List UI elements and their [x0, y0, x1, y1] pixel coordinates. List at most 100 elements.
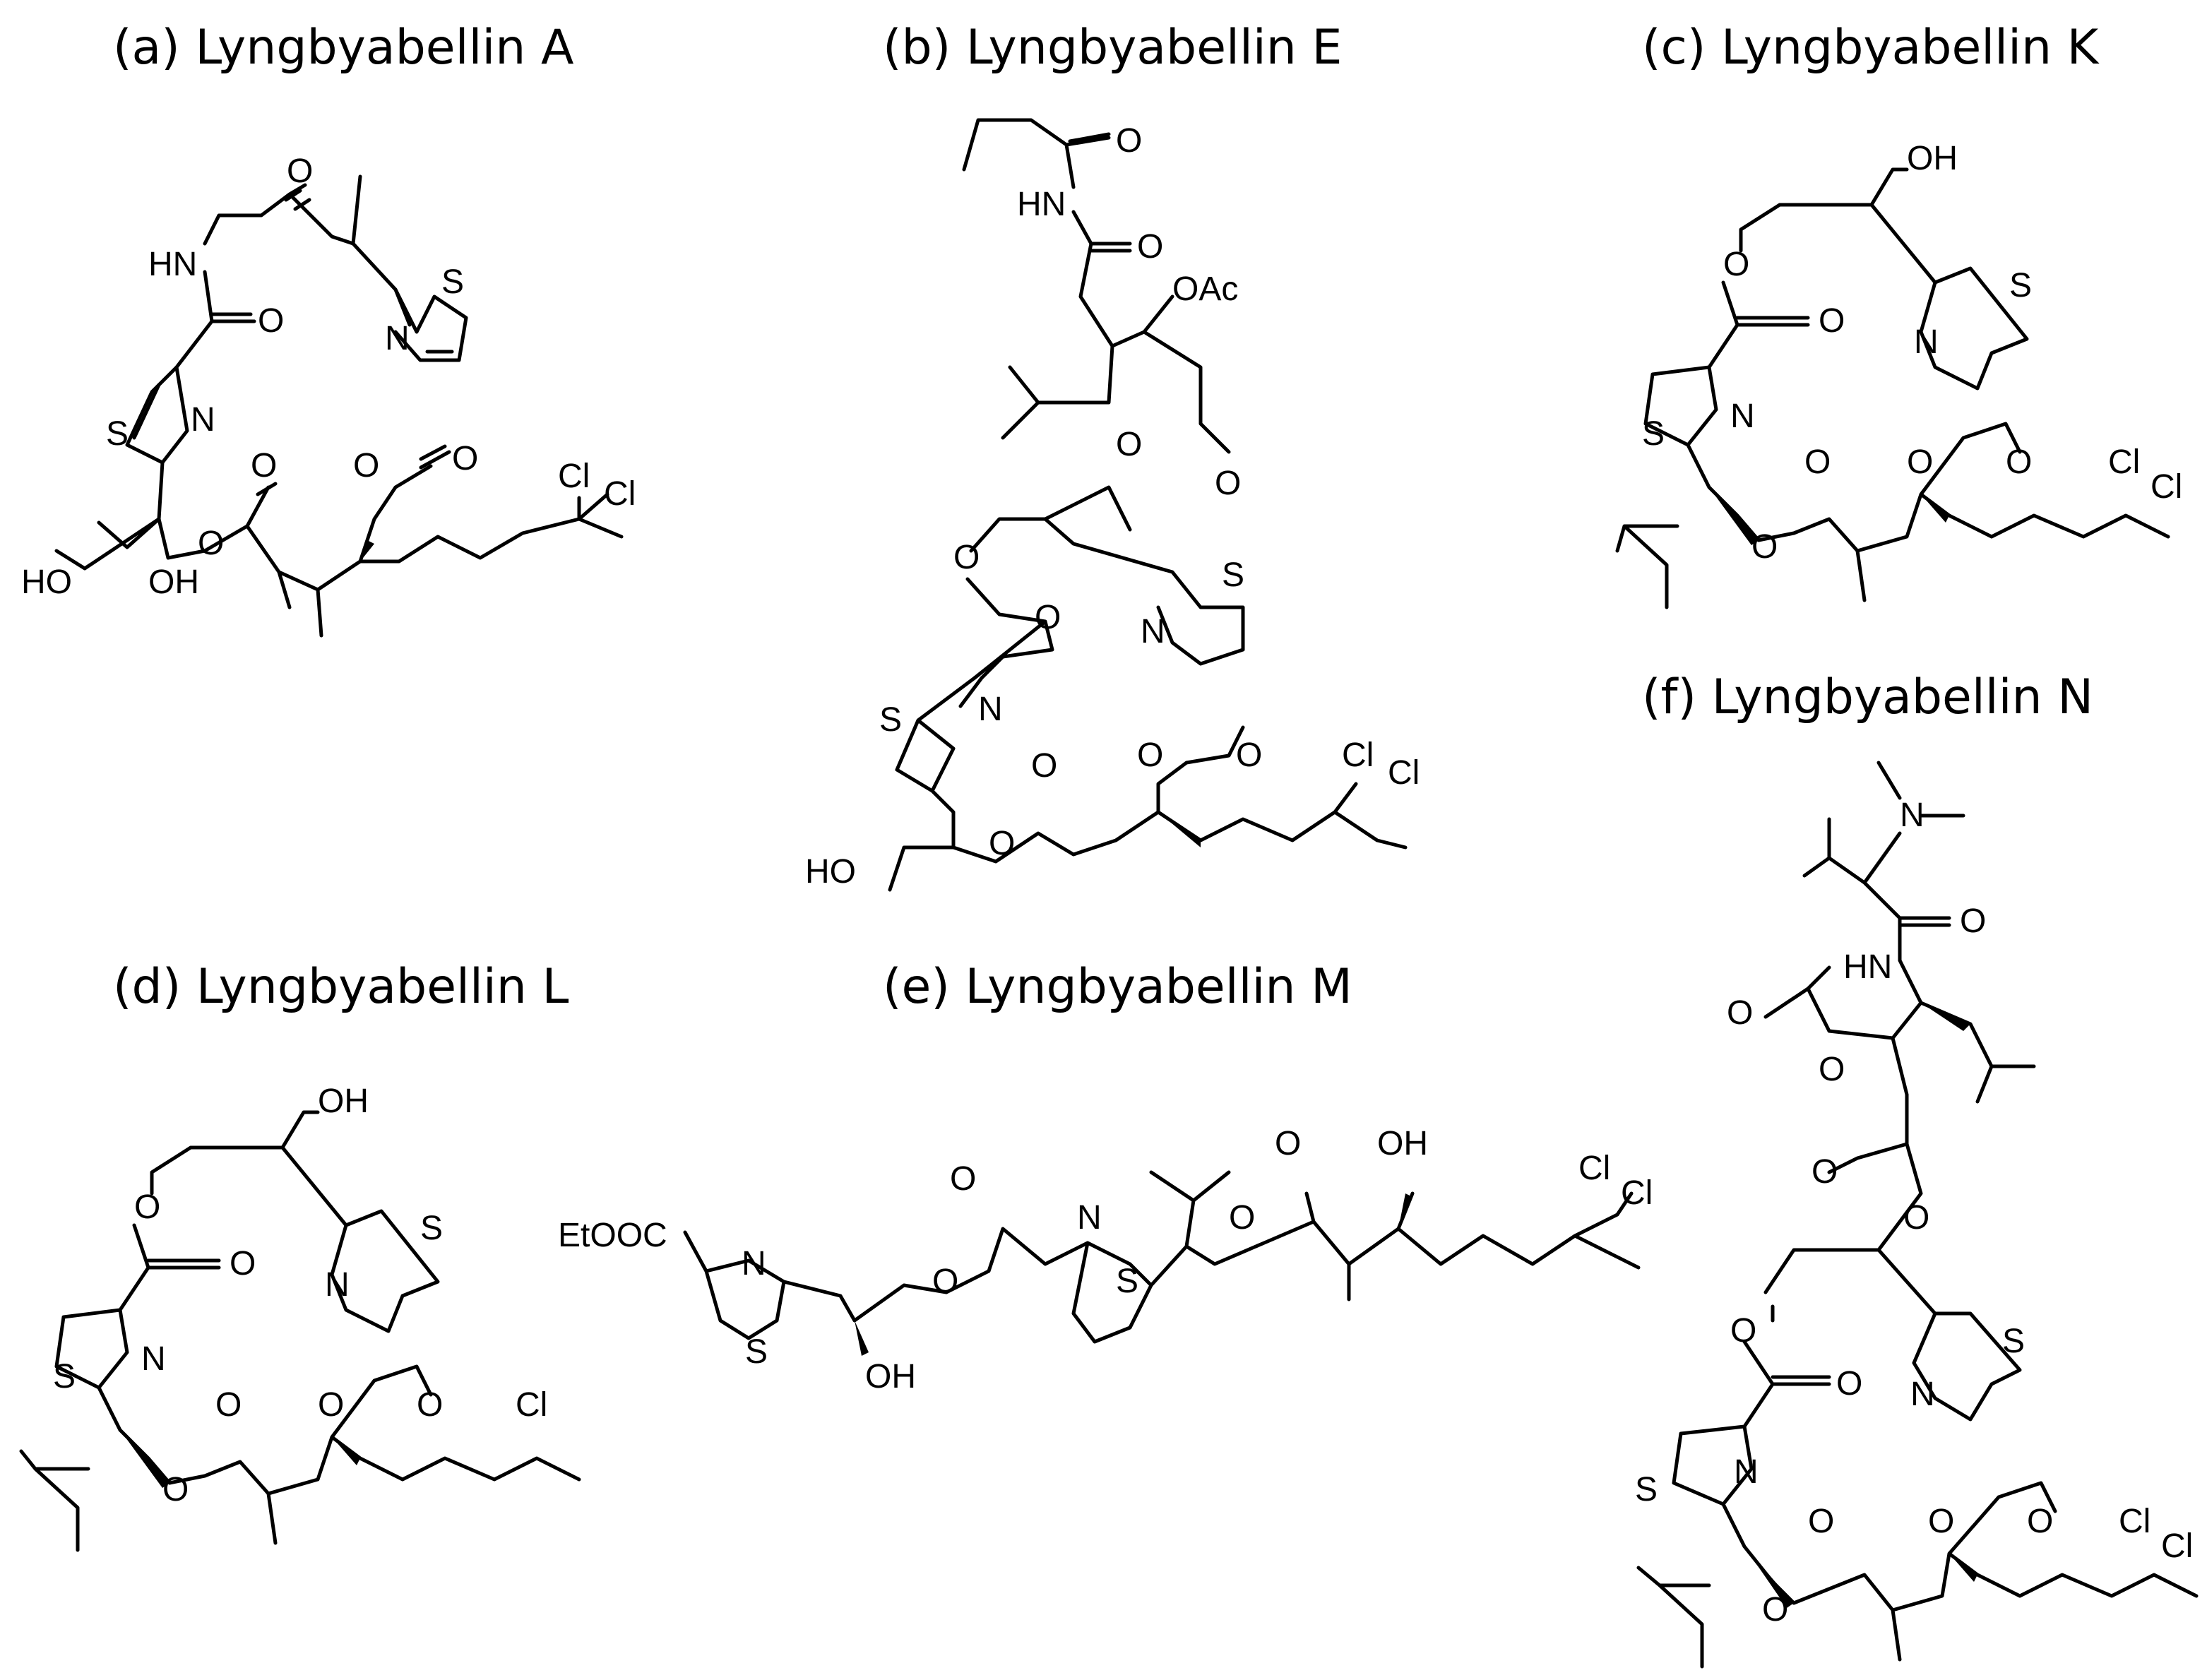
structure-e: EtOOC N S OH O O N S O O OH Cl Cl — [558, 1125, 1653, 1395]
atom-o-ester2: O — [1907, 443, 1933, 481]
atom-o-ester1: O — [1903, 1199, 1929, 1237]
atom-o-ester3: O — [1928, 1503, 1954, 1540]
atom-o-carbonyl2: O — [251, 447, 277, 484]
atom-cl1: Cl — [1578, 1150, 1610, 1187]
atom-s-left: S — [106, 415, 129, 453]
atom-s-right: S — [1222, 556, 1244, 594]
atom-o-carbonyl3: O — [215, 1386, 242, 1424]
atom-o-carbonyl3: O — [1236, 737, 1262, 774]
atom-s-left: S — [745, 1333, 768, 1371]
atom-n-right: N — [1077, 1199, 1102, 1237]
atom-o-ester1: O — [134, 1188, 160, 1226]
atom-o-carbonyl2: O — [1275, 1125, 1301, 1162]
caption-d: (d) Lyngbyabellin L — [113, 959, 569, 1015]
atom-oh: OH — [318, 1083, 369, 1120]
atom-cl2: Cl — [2161, 1527, 2193, 1565]
atom-nme2: N — [1900, 797, 1925, 834]
panel-f: (f) Lyngbyabellin N N O HN O O O O O O S… — [1635, 669, 2199, 1669]
atom-o-ester2: O — [1730, 1312, 1756, 1350]
atom-n-right: N — [1914, 323, 1939, 361]
atom-o-carbonyl4: O — [1808, 1503, 1834, 1540]
atom-n-right: N — [1910, 1376, 1935, 1413]
atom-o-ester4: O — [989, 825, 1015, 862]
atom-s-right: S — [441, 263, 464, 301]
atom-oac: OAc — [1172, 270, 1238, 308]
atom-s-right: S — [420, 1210, 443, 1247]
atom-n-left: N — [1730, 398, 1755, 435]
atom-o-carbonyl1: O — [950, 1160, 976, 1198]
atom-n-left: N — [1734, 1453, 1759, 1491]
atom-cl2: Cl — [1621, 1174, 1653, 1212]
atom-oh: OH — [148, 564, 199, 601]
atom-cl1: Cl — [558, 458, 590, 495]
atom-ho: HO — [21, 564, 72, 601]
atom-ho: HO — [805, 853, 856, 890]
atom-o-carbonyl1: O — [452, 440, 478, 477]
atom-s-left: S — [879, 701, 902, 739]
panel-e: (e) Lyngbyabellin M EtOOC N S OH O O N S… — [558, 959, 1653, 1395]
atom-o-amide: O — [1137, 228, 1163, 266]
atom-oh-right: OH — [1377, 1125, 1428, 1162]
atom-n-left: N — [742, 1245, 766, 1282]
structure-d: OH O O S N S N O O O O Cl — [19, 1083, 581, 1552]
atom-o-carbonyl2: O — [1035, 599, 1061, 636]
atom-o-ester3: O — [1137, 737, 1163, 774]
atom-o-amide: O — [1960, 902, 1986, 940]
atom-o-carbonyl2: O — [1836, 1365, 1862, 1402]
atom-o-ketone: O — [287, 153, 313, 190]
atom-cl2: Cl — [2151, 468, 2182, 506]
atom-n-right: N — [385, 320, 410, 357]
atom-o-carbonyl2: O — [2006, 443, 2032, 481]
atom-n-left: N — [191, 401, 215, 439]
panel-d: (d) Lyngbyabellin L OH O O S N S N O O O… — [19, 959, 581, 1552]
atom-o-carbonyl1: O — [1812, 1153, 1838, 1191]
atom-n-right: N — [325, 1266, 350, 1304]
atom-o-ester2: O — [318, 1386, 344, 1424]
atom-o-acetyl: O — [1727, 994, 1753, 1032]
panel-c: (c) Lyngbyabellin K OH O O S N S N O O O… — [1615, 20, 2182, 609]
caption-b: (b) Lyngbyabellin E — [883, 20, 1342, 76]
atom-cl2: Cl — [604, 475, 636, 513]
atom-o-ester2: O — [1229, 1199, 1255, 1237]
structure-f: N O HN O O O O O O S N S N O O O O Cl Cl — [1635, 761, 2199, 1669]
atom-o-ester1: O — [932, 1263, 958, 1300]
atom-o-ester1: O — [1116, 426, 1142, 463]
atom-cl: Cl — [516, 1386, 547, 1424]
structure-b: O HN O OAc O O O O S N S N O O O O HO Cl… — [805, 118, 1420, 892]
atom-s-right: S — [1116, 1263, 1138, 1300]
caption-e: (e) Lyngbyabellin M — [883, 959, 1352, 1015]
atom-o-carbonyl1: O — [230, 1245, 256, 1282]
atom-n-left: N — [141, 1340, 166, 1378]
atom-cl2: Cl — [1388, 754, 1420, 792]
caption-a: (a) Lyngbyabellin A — [113, 20, 573, 76]
atom-o-ester1: O — [353, 447, 379, 484]
atom-n-left: N — [978, 691, 1003, 728]
atom-o-carbonyl1: O — [1819, 302, 1845, 340]
atom-nh: HN — [148, 246, 197, 283]
panel-b: (b) Lyngbyabellin E O HN O OAc O O O O S… — [805, 20, 1420, 892]
atom-cl1: Cl — [1342, 737, 1374, 774]
structure-c: OH O O S N S N O O O O Cl Cl — [1615, 140, 2182, 609]
atom-o-top: O — [1116, 122, 1142, 160]
atom-o-ester2: O — [953, 539, 980, 576]
atom-oh: OH — [1907, 140, 1958, 177]
atom-cl1: Cl — [2108, 443, 2140, 481]
atom-o-ester1: O — [1723, 246, 1749, 283]
atom-o-carbonyl3: O — [1804, 443, 1831, 481]
atom-o-carbonyl2: O — [417, 1386, 443, 1424]
atom-n-right: N — [1141, 613, 1165, 650]
panel-a: (a) Lyngbyabellin A O HN O S N S N O O O — [21, 20, 636, 638]
atom-hn: HN — [1843, 948, 1892, 986]
atom-cl1: Cl — [2119, 1503, 2151, 1540]
atom-s-left: S — [1635, 1471, 1658, 1508]
atom-o-ester2: O — [198, 525, 224, 562]
caption-f: (f) Lyngbyabellin N — [1642, 669, 2093, 725]
atom-o-acetoxy: O — [1819, 1051, 1845, 1088]
atom-hn: HN — [1017, 186, 1066, 223]
atom-o-carbonyl1: O — [1215, 465, 1241, 502]
atom-o-carbonyl3: O — [2027, 1503, 2053, 1540]
atom-s-left: S — [1642, 415, 1665, 453]
atom-oh-left: OH — [865, 1358, 916, 1395]
atom-s-right: S — [2002, 1323, 2025, 1360]
atom-s-right: S — [2009, 267, 2032, 304]
